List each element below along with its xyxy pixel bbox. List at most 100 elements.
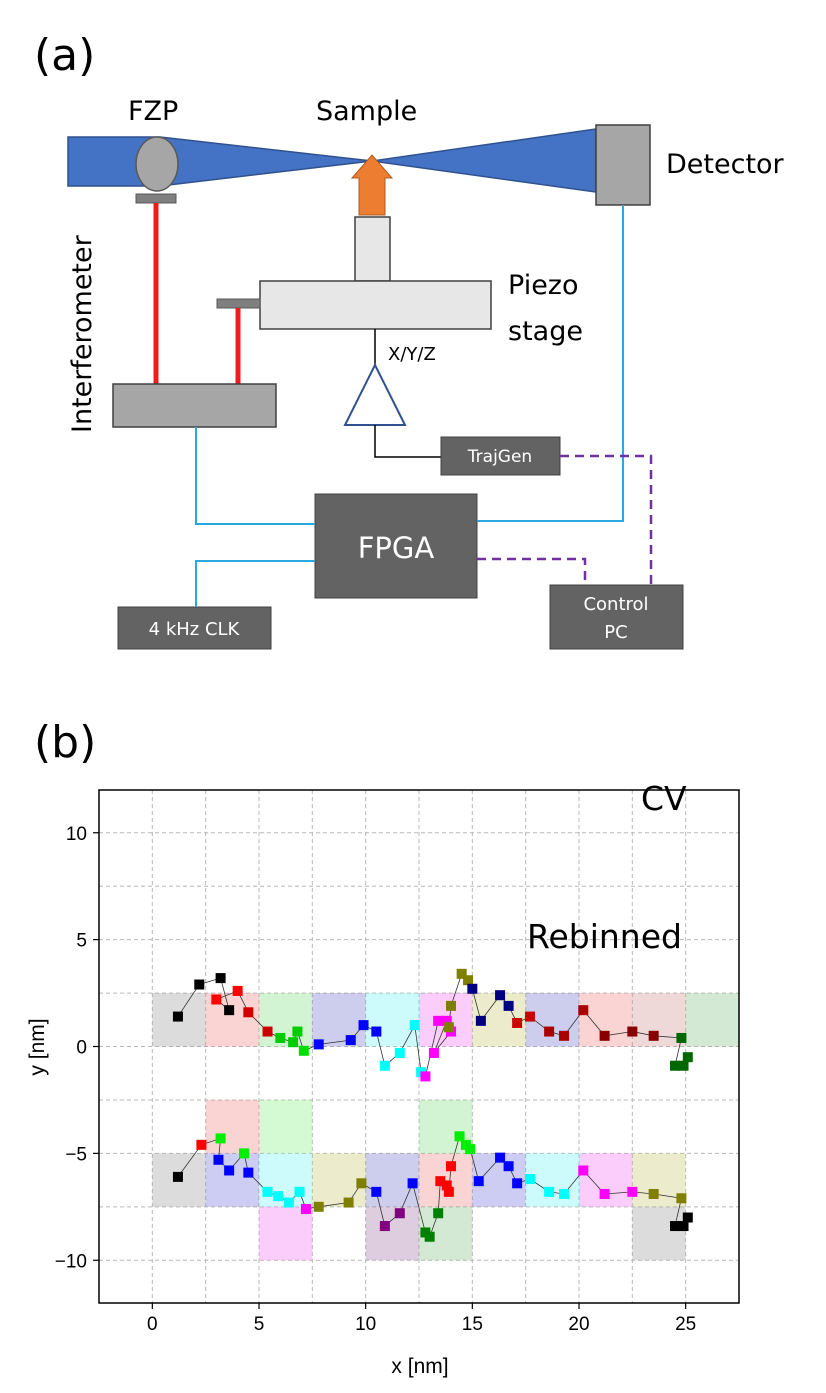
rebinned-point <box>465 1144 476 1155</box>
cv-point <box>678 1060 689 1071</box>
cv-point <box>495 990 506 1001</box>
trajgen-box <box>440 436 561 476</box>
cv-point <box>433 1015 444 1026</box>
detector-label: Detector <box>666 149 785 180</box>
rebinned-point <box>495 1152 506 1163</box>
bin-rect <box>259 993 313 1047</box>
cv-point <box>358 1020 369 1031</box>
cv-point <box>394 1047 405 1058</box>
cv-point <box>345 1035 356 1046</box>
bin-rect <box>205 1099 259 1154</box>
bin-rect <box>259 1099 313 1154</box>
sample-arrow <box>350 154 394 216</box>
rebinned-annotation: Rebinned <box>527 917 682 956</box>
rebinned-point <box>243 1167 254 1178</box>
interferometer <box>112 383 277 428</box>
rebinned-point <box>578 1165 589 1176</box>
control-label-line1: Control <box>583 594 648 615</box>
x-tick-label: 10 <box>355 1314 376 1335</box>
rebinned-point <box>273 1191 284 1202</box>
cv-point <box>599 1030 610 1041</box>
cv-point <box>371 1026 382 1037</box>
interferometer-label: Interferometer <box>67 234 98 433</box>
amplifier-triangle <box>343 362 407 426</box>
cv-point <box>441 1015 452 1026</box>
rebinned-point <box>262 1186 273 1197</box>
cv-point <box>215 973 226 984</box>
cv-point <box>379 1060 390 1071</box>
link-fpga-pc <box>477 557 587 585</box>
control-pc-box <box>549 584 684 650</box>
y-axis-title: y [nm] <box>26 1018 49 1075</box>
fpga-box <box>314 493 478 599</box>
y-tick-label: 5 <box>76 931 87 952</box>
rebinned-point <box>196 1139 207 1150</box>
beam-left <box>67 136 373 187</box>
rebinned-point <box>294 1186 305 1197</box>
cv-point <box>670 1060 680 1071</box>
rebinned-point <box>670 1221 680 1232</box>
cv-point <box>475 1015 486 1026</box>
rebinned-point <box>435 1176 446 1187</box>
rebinned-point <box>283 1197 294 1208</box>
rebinned-point <box>379 1221 390 1232</box>
gridlines <box>99 790 739 1303</box>
cv-point <box>544 1026 555 1037</box>
stage-mirror <box>216 298 261 309</box>
bin-rect <box>312 993 366 1047</box>
trajgen-drive-line <box>374 425 441 458</box>
rebinned-point <box>407 1178 418 1189</box>
cv-point <box>443 1022 454 1033</box>
cv-point <box>467 983 478 994</box>
cv-point <box>224 1005 235 1016</box>
piezo-label-line1: Piezo <box>508 270 579 301</box>
sample-holder <box>354 216 391 282</box>
cv-point <box>578 1005 589 1016</box>
cv-point <box>524 1011 535 1022</box>
piezo-stage <box>259 280 492 330</box>
rebinned-point <box>313 1201 324 1212</box>
rebinned-point <box>443 1186 454 1197</box>
x-tick-label: 25 <box>675 1314 696 1335</box>
rebinned-point <box>454 1131 465 1142</box>
beam-right <box>371 128 597 193</box>
rebinned-point <box>676 1193 687 1204</box>
bin-rect <box>685 993 739 1047</box>
rebinned-point <box>343 1197 354 1208</box>
rebinned-point <box>559 1188 570 1199</box>
cv-point <box>292 1026 303 1037</box>
cv-point <box>682 1052 693 1063</box>
bin-rect <box>419 1153 473 1207</box>
data-points <box>172 968 693 1242</box>
cable-interferometer-fpga <box>195 427 315 525</box>
cv-point <box>298 1045 309 1056</box>
piezo-label-line2: stage <box>508 316 583 347</box>
y-tick-label: −5 <box>65 1144 87 1165</box>
rebinned-point <box>678 1221 689 1232</box>
bin-rect <box>365 1206 419 1261</box>
panel-a-label: (a) <box>34 30 95 81</box>
cv-point <box>275 1032 286 1043</box>
cv-point <box>463 975 474 986</box>
cv-point <box>232 985 243 996</box>
detector <box>595 124 651 206</box>
rebinned-point <box>446 1161 456 1172</box>
cv-annotation: CV <box>641 779 687 818</box>
cv-point <box>512 1017 523 1028</box>
link-trajgen-pc <box>560 454 653 585</box>
rebinned-point <box>300 1203 311 1214</box>
cv-point <box>243 1007 254 1018</box>
cv-point <box>428 1047 439 1058</box>
cv-point <box>503 1000 514 1011</box>
rebinned-point <box>224 1165 235 1176</box>
cable-detector-fpga <box>477 205 624 522</box>
cv-point <box>262 1026 273 1037</box>
rebinned-point <box>524 1174 535 1185</box>
cv-point <box>627 1026 638 1037</box>
fzp-label: FZP <box>128 96 178 127</box>
rebinned-point <box>599 1188 610 1199</box>
clk-box <box>117 606 272 650</box>
rebinned-point <box>503 1161 514 1172</box>
control-label-line2: PC <box>604 622 627 643</box>
